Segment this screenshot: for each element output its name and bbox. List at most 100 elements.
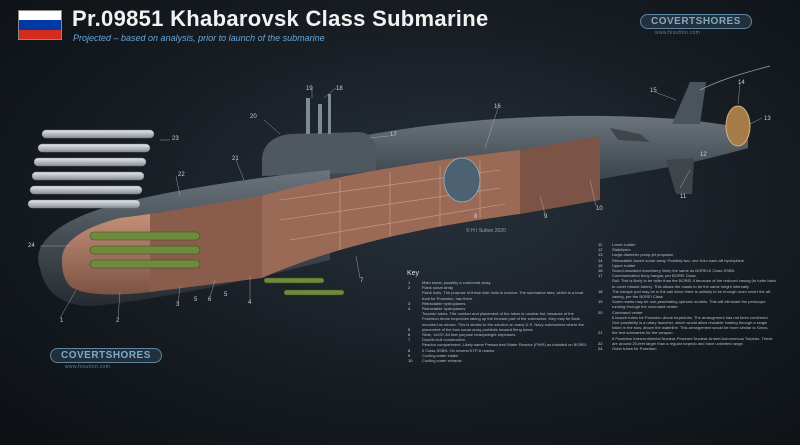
mast [318, 104, 322, 134]
upper-rudder [672, 82, 706, 124]
key-item-text: Torpedo tubes. The number and placement … [422, 311, 574, 317]
callout-number: 12 [700, 152, 707, 158]
poseidon-torpedo [31, 171, 145, 181]
mast [306, 98, 310, 134]
key-item-text: Retractable hydroplanes [422, 306, 466, 311]
key-item-number: 3 [408, 300, 411, 306]
callout-number: 14 [738, 80, 745, 86]
callout-number: 15 [650, 88, 657, 94]
page-title: Pr.09851 Khabarovsk Class Submarine [72, 6, 489, 31]
key-item-text: 6 launch tubes for Poseidon drone torped… [612, 314, 769, 320]
key-item-number: 22 [598, 340, 603, 346]
key-item-text: Flank sonar array [422, 285, 454, 291]
key-item-number: 17 [598, 273, 603, 279]
key-item-number: 12 [598, 247, 603, 253]
key-item-number: 16 [598, 268, 603, 273]
poseidon-torpedo [37, 143, 151, 153]
callout-number: 20 [250, 114, 257, 120]
key-item-number: 6 [408, 332, 411, 337]
covertshores-logo-watermark: COVERTSHORES www.hisutton.com [50, 348, 162, 370]
key-item-number: 19 [598, 299, 603, 305]
key-item-number: 5 [408, 326, 411, 332]
key-item-number: 9 [408, 352, 411, 358]
key-item-text: to cover missile tubes). This allows the… [612, 283, 749, 289]
key-item-number: 2 [408, 285, 411, 291]
callout-number: 5 [194, 297, 198, 303]
key-item-text: Double-hull construction [422, 337, 465, 343]
key-item-text: Command center [612, 309, 643, 315]
key-item-number: 20 [598, 309, 603, 315]
key-item-text: the test submarine for the weapon. [612, 330, 674, 336]
sail [262, 132, 376, 176]
heavyweight-torpedo [283, 289, 345, 296]
pump-jet-propulsor [725, 105, 751, 147]
key-item-number: 24 [598, 346, 603, 351]
key-item-text: Flank hulls. The purpose of these side h… [422, 290, 584, 296]
poseidon-torpedo [33, 157, 147, 167]
mast [328, 94, 331, 134]
launch-tube [89, 231, 201, 241]
key-item-number: 1 [408, 280, 411, 285]
poseidon-torpedo [41, 129, 155, 139]
key-item-number: 18 [598, 288, 603, 294]
key-item-number: 8 [408, 347, 411, 353]
callout-number: 19 [306, 86, 313, 92]
heavyweight-torpedo [263, 277, 325, 284]
key-item-text: Some masts may be non-penetrating optron… [612, 299, 766, 305]
callout-number: 4 [248, 300, 252, 306]
callout-number: 5 [224, 292, 228, 298]
key-item-text: Poseidon drone torpedoes taking up the f… [422, 316, 580, 322]
key-item-text: Outer tubes for Poseidon [612, 346, 657, 351]
subtitle: Projected – based on analysis, prior to … [73, 33, 325, 43]
callout-number: 16 [494, 104, 501, 110]
lower-rudder [666, 158, 694, 194]
key-item-text: The escape pod may be in the sail since … [612, 288, 771, 294]
callout-number: 7 [360, 278, 364, 284]
callout-number: 17 [390, 132, 397, 138]
poseidon-torpedo [29, 185, 143, 195]
key-item-text: Cooling water intake [422, 352, 459, 358]
reactor-cutaway [520, 136, 600, 214]
towed-array [699, 65, 771, 91]
callout-number: 23 [172, 136, 179, 142]
callout-number: 11 [680, 194, 687, 200]
key-item-text: Stabilizers [612, 247, 631, 253]
key-item-text: 6 Poseidon Intercontinental Nuclear-Powe… [612, 335, 773, 341]
callout-number: 24 [28, 243, 35, 249]
key-item-text: running through the command center. [612, 304, 679, 310]
covertshores-logo: COVERTSHORES www.hisutton.com [640, 14, 752, 36]
callout-number: 1 [60, 318, 64, 324]
key-item-number: 14 [598, 257, 603, 263]
callout-number: 3 [176, 302, 180, 308]
key-item-text: Cooling water exhaust [422, 358, 462, 363]
callout-number: 18 [336, 86, 343, 92]
key-item-text: Communication buoy hangar, per BOREI Cla… [612, 273, 696, 279]
key-item-text: placement of the bow sonar array prohibi… [422, 326, 533, 332]
key-title: Key [407, 270, 420, 277]
key-item-number: 15 [598, 262, 603, 268]
key-item-text: Reactor compartment. Likely same Pressur… [422, 342, 588, 348]
key-item-text: Large-diameter pump-jet propulsor [612, 252, 674, 258]
callout-number: 9 [544, 214, 548, 220]
key-item-number: 7 [408, 337, 411, 343]
key-item-text: Main sonar, possibly a conformal array [422, 280, 491, 285]
key-item-number: 11 [598, 242, 603, 247]
callout-number: 22 [178, 172, 185, 178]
russian-flag [18, 10, 62, 40]
key-item-text: Retractable hydroplanes [422, 300, 466, 306]
key-item-number: 13 [598, 252, 603, 258]
key-item-text: mounted as shown. This is similar to the… [422, 321, 584, 327]
key-item-text: Retractable towed sonar array. Possibly … [612, 257, 744, 263]
key-item-text: boat for Poseidon, has them [422, 295, 473, 301]
poseidon-torpedo [27, 199, 141, 209]
key-item-text: casing, per the BOREI Class [612, 294, 663, 299]
key-item-number: 10 [408, 358, 413, 363]
callout-number: 13 [764, 116, 771, 122]
key-item-text: Slide, 1x037-84 that purpose heavyweight… [422, 332, 516, 337]
key-item-text: Upper rudder [612, 262, 636, 268]
key-item-number: 21 [598, 330, 603, 336]
launch-tube [89, 259, 201, 269]
callout-number: 8 [474, 214, 478, 220]
key-item-text: Lower rudder [612, 242, 636, 247]
